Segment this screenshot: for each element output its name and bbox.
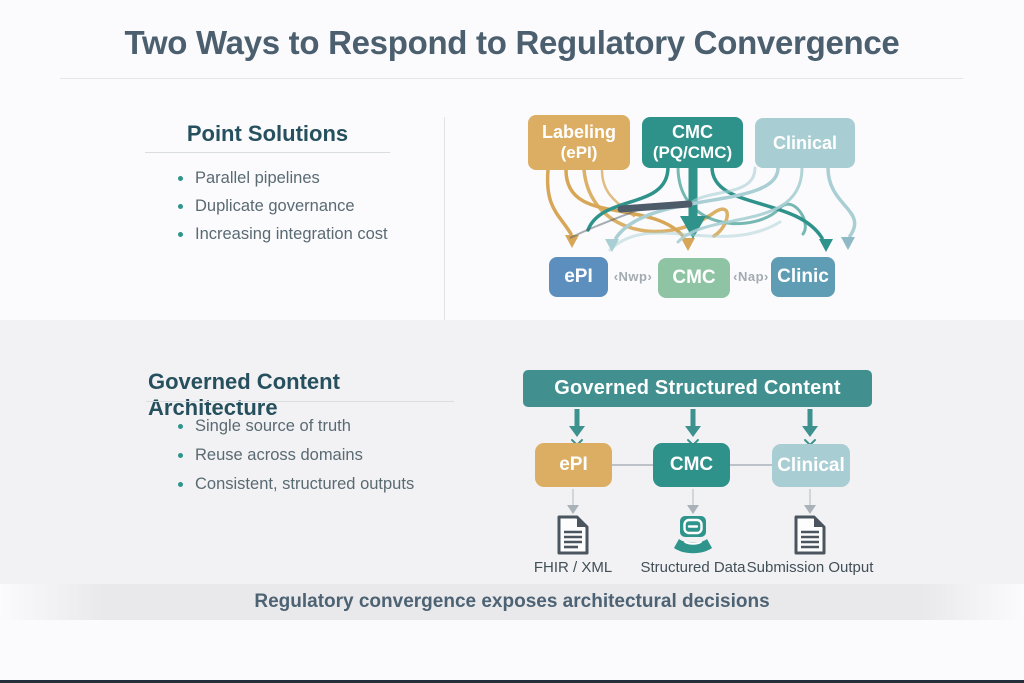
box-label: CMC <box>669 454 714 476</box>
node-box-cmc: CMC <box>653 443 730 487</box>
column-divider <box>444 117 445 320</box>
bullet-item: Single source of truth <box>178 412 414 441</box>
governed-structured-content-banner: Governed Structured Content <box>523 370 872 407</box>
box-label: CMC <box>672 122 713 143</box>
target-box-clinic: Clinic <box>771 257 835 297</box>
point-solutions-bullets: Parallel pipelines Duplicate governance … <box>178 164 388 248</box>
document-icon <box>557 515 589 555</box>
footer-band: Regulatory convergence exposes architect… <box>0 584 1024 620</box>
source-box-labeling: Labeling (ePI) <box>528 115 630 170</box>
title-divider <box>60 78 963 79</box>
output-label: Structured Data <box>640 559 746 576</box>
box-sublabel: (PQ/CMC) <box>652 143 733 163</box>
source-box-cmc: CMC (PQ/CMC) <box>642 117 743 168</box>
target-box-epi: ePI <box>549 257 608 297</box>
box-label: Clinical <box>777 454 845 476</box>
bullet-item: Parallel pipelines <box>178 164 388 192</box>
structured-data-icon <box>674 516 712 554</box>
box-sublabel: (ePI) <box>560 143 598 163</box>
bullet-item: Consistent, structured outputs <box>178 470 414 499</box>
output-label: FHIR / XML <box>533 559 613 576</box>
point-solutions-rule <box>145 152 390 153</box>
box-label: Labeling <box>541 122 616 143</box>
link-label-right: ‹Nap› <box>733 269 769 284</box>
output-label: Submission Output <box>746 559 874 576</box>
bullet-text: Reuse across domains <box>195 446 363 464</box>
point-solutions-heading: Point Solutions <box>186 121 349 146</box>
governed-architecture-rule <box>146 401 454 402</box>
node-box-clinical: Clinical <box>772 444 850 487</box>
bullet-icon <box>178 482 183 487</box>
governed-architecture-bullets: Single source of truth Reuse across doma… <box>178 412 414 499</box>
governed-section-background <box>0 320 1024 584</box>
output-submission-output: Submission Output <box>740 515 880 576</box>
output-structured-data: Structured Data <box>633 515 753 576</box>
output-fhir-xml: FHIR / XML <box>527 515 619 576</box>
node-box-epi: ePI <box>535 443 612 487</box>
bullet-text: Consistent, structured outputs <box>195 475 415 493</box>
box-label: CMC <box>672 267 716 289</box>
document-icon <box>794 515 826 555</box>
page-title: Two Ways to Respond to Regulatory Conver… <box>124 24 900 61</box>
box-label: Clinical <box>772 132 838 153</box>
bullet-text: Increasing integration cost <box>195 224 388 243</box>
bullet-item: Increasing integration cost <box>178 220 388 248</box>
source-box-clinical: Clinical <box>755 118 855 168</box>
bullet-text: Single source of truth <box>195 417 351 435</box>
governed-architecture-heading: Governed Content Architecture <box>148 369 340 420</box>
box-label: ePI <box>559 454 588 476</box>
bullet-text: Parallel pipelines <box>195 168 320 187</box>
bullet-icon <box>178 424 183 429</box>
bullet-text: Duplicate governance <box>195 196 355 215</box>
box-label: Clinic <box>777 266 829 288</box>
bullet-icon <box>178 203 183 209</box>
box-label: ePI <box>564 266 593 288</box>
bullet-icon <box>178 175 183 181</box>
bottom-edge-strip <box>0 680 1024 683</box>
bullet-item: Reuse across domains <box>178 441 414 470</box>
target-box-cmc: CMC <box>658 258 730 298</box>
banner-label: Governed Structured Content <box>554 377 841 399</box>
bullet-icon <box>178 453 183 458</box>
footer-text: Regulatory convergence exposes architect… <box>254 591 770 612</box>
bullet-item: Duplicate governance <box>178 192 388 220</box>
bullet-icon <box>178 231 183 237</box>
link-label-left: ‹Nwp› <box>613 269 653 284</box>
